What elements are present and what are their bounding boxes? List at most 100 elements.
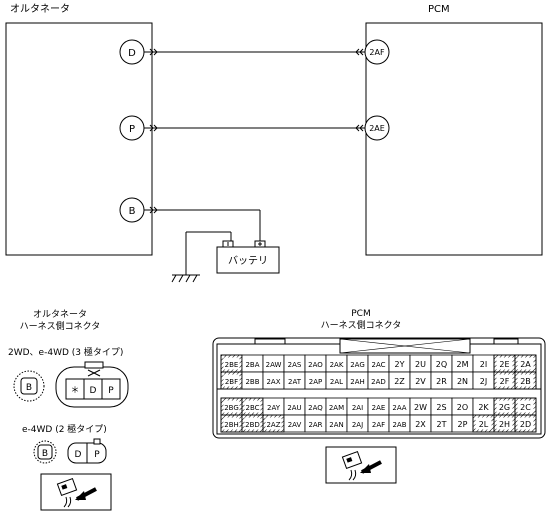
pcm-pin-label: 2AR	[308, 421, 322, 429]
pcm-pin-label: 2AY	[267, 404, 281, 412]
pcm-pin-2al: 2AL	[325, 371, 348, 390]
pcm-pin-label: 2AE	[372, 404, 386, 412]
pcm-pin-2n: 2N	[451, 371, 474, 390]
battery: バッテリ	[216, 240, 280, 274]
type3-cell-3: P	[108, 386, 114, 396]
pcm-pin-label: 2AX	[266, 378, 280, 386]
pcm-pin-label: 2I	[480, 360, 487, 369]
pcm-pin-2r: 2R	[430, 371, 453, 390]
pcm-pin-label: 2X	[415, 420, 426, 429]
type3-cell-1: ＊	[70, 386, 79, 396]
pcm-pin-2i: 2I	[472, 354, 495, 373]
pcm-pin-2ae: 2AE	[367, 397, 390, 416]
pcm-pin-2q: 2Q	[430, 354, 453, 373]
pcm-pin-2az: 2AZ	[262, 414, 285, 433]
pcm-pin-2as: 2AS	[283, 354, 306, 373]
pcm-pin-2ad: 2AD	[367, 371, 390, 390]
pcm-connector-title-1: PCM	[351, 309, 370, 319]
pcm-pin-label: 2AN	[329, 421, 343, 429]
pcm-pin-label: 2BE	[225, 361, 239, 369]
svg-text:D: D	[128, 48, 136, 59]
pcm-pin-label: 2S	[436, 403, 446, 412]
pcm-pin-2ar: 2AR	[304, 414, 327, 433]
pcm-pin-label: 2Z	[394, 377, 405, 386]
pcm-pin-2e: 2E	[493, 354, 516, 373]
battery-label: バッテリ	[228, 255, 268, 267]
pcm-pin-2z: 2Z	[388, 371, 411, 390]
pcm-pin-2aa: 2AA	[388, 397, 411, 416]
pcm-pin-2be: 2BE	[220, 354, 243, 373]
pcm-pin-2aj: 2AJ	[346, 414, 369, 433]
pcm-pin-2ae: 2AE	[364, 115, 390, 141]
pcm-pin-2v: 2V	[409, 371, 432, 390]
pcm-pin-2ab: 2AB	[388, 414, 411, 433]
svg-text:B: B	[42, 449, 48, 459]
pcm-pin-label: 2AP	[309, 378, 322, 386]
pcm-pin-label: 2D	[520, 420, 531, 429]
type3-b-terminal: B	[13, 370, 45, 402]
pcm-pin-2x: 2X	[409, 414, 432, 433]
type3-connector: ＊ D P	[55, 361, 129, 408]
pcm-pin-2af: 2AF	[367, 414, 390, 433]
pcm-pin-2an: 2AN	[325, 414, 348, 433]
pcm-pin-label: 2B	[520, 377, 531, 386]
pcm-pin-2af: 2AF	[364, 39, 390, 65]
pcm-pin-2c: 2C	[514, 397, 537, 416]
pcm-pin-2y: 2Y	[388, 354, 411, 373]
pcm-pin-2m: 2M	[451, 354, 474, 373]
pcm-pin-label: 2AC	[371, 361, 385, 369]
pcm-pin-2b: 2B	[514, 371, 537, 390]
pcm-pin-label: 2AI	[352, 404, 363, 412]
pcm-pin-label: 2AK	[330, 361, 344, 369]
pcm-pin-label: 2E	[499, 360, 509, 369]
pcm-pin-2l: 2L	[472, 414, 495, 433]
alternator-box	[5, 22, 153, 256]
pcm-pin-label: 2F	[500, 377, 510, 386]
pcm-pin-2ak: 2AK	[325, 354, 348, 373]
pcm-pin-2at: 2AT	[283, 371, 306, 390]
svg-text:B: B	[26, 383, 32, 393]
pcm-pin-2w: 2W	[409, 397, 432, 416]
pcm-pin-2bg: 2BG	[220, 397, 243, 416]
svg-text:P: P	[129, 124, 135, 135]
pcm-pin-2bf: 2BF	[220, 371, 243, 390]
pcm-pin-2ap: 2AP	[304, 371, 327, 390]
pcm-pin-2ay: 2AY	[262, 397, 285, 416]
wire-p	[144, 124, 365, 132]
pcm-pin-label: 2AW	[266, 361, 282, 369]
pcm-pin-2ah: 2AH	[346, 371, 369, 390]
pcm-pin-label: 2H	[499, 420, 510, 429]
pcm-pin-label: 2AZ	[266, 421, 280, 429]
pcm-pin-label: 2J	[480, 377, 487, 386]
pcm-pin-label: 2BG	[224, 404, 239, 412]
pcm-pin-label: 2Q	[436, 360, 447, 369]
pcm-pin-label: 2BF	[225, 378, 238, 386]
ground-symbol	[171, 274, 200, 283]
pcm-pin-2t: 2T	[430, 414, 453, 433]
pcm-pin-2ai: 2AI	[346, 397, 369, 416]
pcm-pin-label: 2AJ	[352, 421, 363, 429]
alt-pin-b: B	[119, 197, 145, 223]
svg-text:2AF: 2AF	[369, 48, 385, 57]
wire-d	[144, 48, 365, 56]
pcm-pin-2bd: 2BD	[241, 414, 264, 433]
pcm-pin-label: 2U	[415, 360, 426, 369]
alt-pin-d: D	[119, 39, 145, 65]
pcm-pin-2o: 2O	[451, 397, 474, 416]
pcm-pin-label: 2R	[436, 377, 447, 386]
type3-cell-2: D	[90, 386, 97, 396]
pcm-pin-2j: 2J	[472, 371, 495, 390]
pcm-pin-2aw: 2AW	[262, 354, 285, 373]
pcm-pin-label: 2T	[437, 420, 447, 429]
pcm-pin-label: 2AS	[288, 361, 302, 369]
pcm-pin-label: 2V	[415, 377, 426, 386]
pcm-pin-2a: 2A	[514, 354, 537, 373]
wire-b	[144, 206, 261, 275]
pcm-pin-2ba: 2BA	[241, 354, 264, 373]
pcm-pin-2bh: 2BH	[220, 414, 243, 433]
pcm-pin-label: 2C	[520, 403, 531, 412]
pcm-pin-label: 2AD	[371, 378, 386, 386]
pcm-pin-label: 2AF	[372, 421, 385, 429]
pcm-title: PCM	[428, 4, 450, 15]
pcm-pin-label: 2AH	[350, 378, 365, 386]
